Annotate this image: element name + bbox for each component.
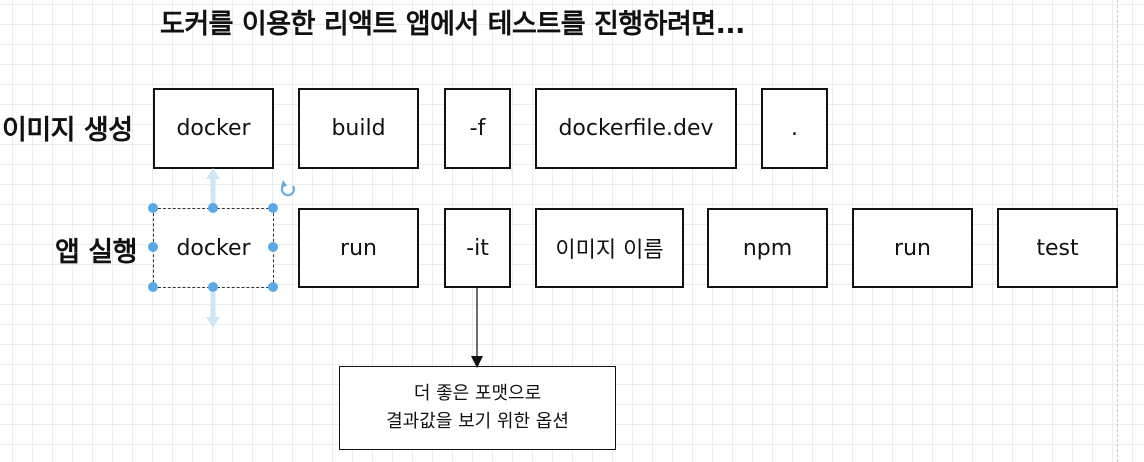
box-build-build[interactable]: build xyxy=(298,88,419,169)
resize-handle-left[interactable] xyxy=(148,242,158,252)
box-build-docker[interactable]: docker xyxy=(153,88,274,169)
box-run-image-name[interactable]: 이미지 이름 xyxy=(535,208,684,288)
box-build-f-flag[interactable]: -f xyxy=(444,88,511,169)
box-build-dockerfile[interactable]: dockerfile.dev xyxy=(535,88,737,169)
arrow-up-icon[interactable] xyxy=(206,168,220,204)
box-run-run-2[interactable]: run xyxy=(852,208,973,288)
resize-handle-bottom[interactable] xyxy=(208,282,218,292)
resize-handle-top[interactable] xyxy=(208,203,218,213)
resize-handle-top-left[interactable] xyxy=(148,203,158,213)
note-line-2: 결과값을 보기 위한 옵션 xyxy=(386,411,569,432)
resize-handle-right[interactable] xyxy=(268,242,278,252)
box-run-npm[interactable]: npm xyxy=(707,208,828,288)
note-line-1: 더 좋은 포맷으로 xyxy=(413,383,542,404)
box-run-it-flag[interactable]: -it xyxy=(444,208,511,288)
row-label-run-app: 앱 실행 xyxy=(55,237,137,268)
resize-handle-bottom-right[interactable] xyxy=(268,282,278,292)
box-build-dot[interactable]: . xyxy=(761,88,828,169)
resize-handle-bottom-left[interactable] xyxy=(148,282,158,292)
diagram-title: 도커를 이용한 리액트 앱에서 테스트를 진행하려면... xyxy=(160,9,745,40)
rotate-handle-icon[interactable] xyxy=(280,180,295,197)
arrow-down-icon[interactable] xyxy=(206,292,220,328)
note-box-it-option[interactable]: 더 좋은 포맷으로 결과값을 보기 위한 옵션 xyxy=(339,366,616,450)
row-label-build-image: 이미지 생성 xyxy=(2,115,133,146)
box-run-test[interactable]: test xyxy=(997,208,1118,288)
box-run-docker[interactable]: docker xyxy=(153,208,274,288)
box-run-run[interactable]: run xyxy=(298,208,419,288)
resize-handle-top-right[interactable] xyxy=(268,203,278,213)
